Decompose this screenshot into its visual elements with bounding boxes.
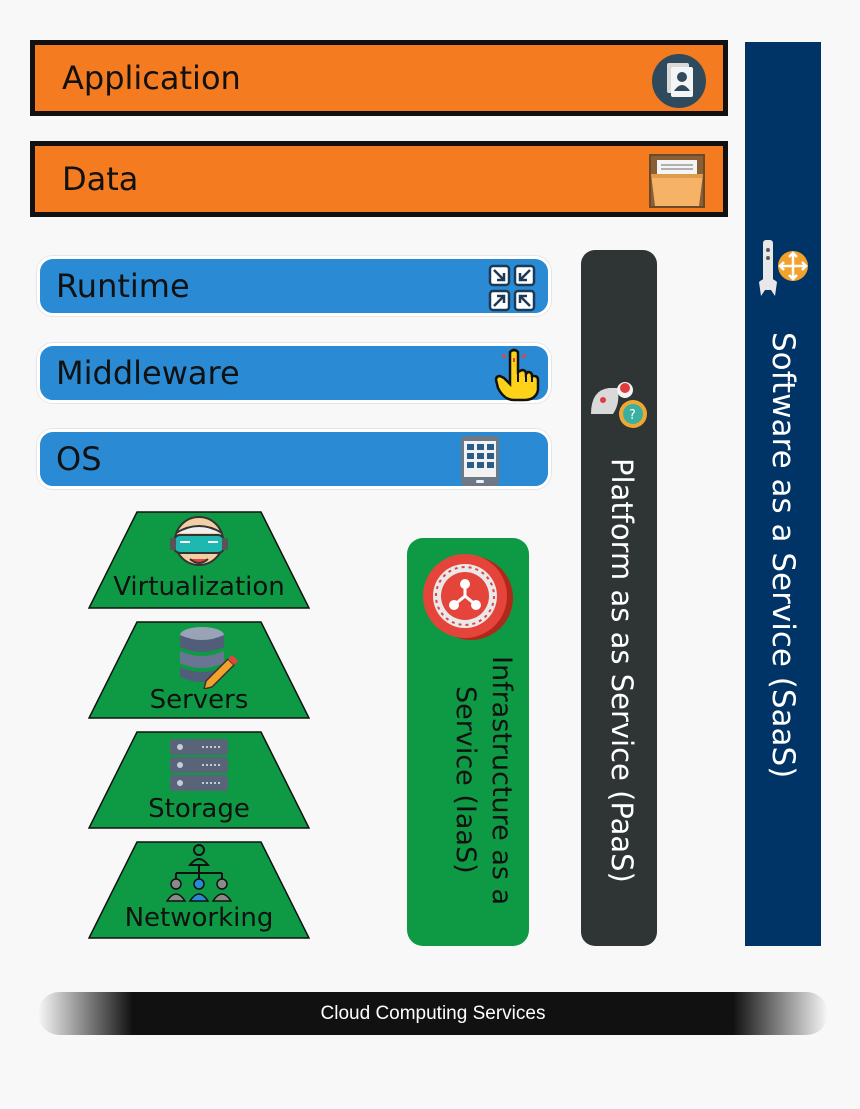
ideas-icon: ? <box>587 374 651 440</box>
folder-icon <box>647 152 707 214</box>
data-label: Data <box>62 160 139 198</box>
virtualization-label: Virtualization <box>113 572 285 602</box>
svg-text:?: ? <box>629 408 636 423</box>
saas-column: Software as a Service (SaaS) <box>745 42 821 946</box>
user-profile-icon <box>651 53 707 113</box>
footer-banner: Cloud Computing Services <box>38 992 828 1035</box>
saas-label: Software as a Service (SaaS) <box>765 332 801 779</box>
iaas-label-line2: Service (IaaS) <box>450 686 481 874</box>
networking-label: Networking <box>124 903 274 933</box>
data-layer: Data <box>30 141 728 217</box>
servers-label: Servers <box>149 685 249 715</box>
networking-layer: Networking <box>88 841 310 939</box>
share-coin-icon <box>421 550 517 648</box>
iaas-label-line1: Infrastructure as a <box>486 656 517 906</box>
virtualization-layer: Virtualization <box>88 511 310 609</box>
application-label: Application <box>62 59 241 97</box>
middleware-layer: Middleware <box>37 343 551 403</box>
paas-column: ? Platform as as Service (PaaS) <box>581 250 657 946</box>
application-layer: Application <box>30 40 728 116</box>
minimize-arrows-icon <box>487 263 537 317</box>
runtime-layer: Runtime <box>37 256 551 316</box>
os-layer: OS <box>37 429 551 489</box>
runtime-label: Runtime <box>56 267 190 305</box>
pointing-hand-icon <box>492 348 540 406</box>
storage-layer: Storage <box>88 731 310 829</box>
tablet-grid-icon <box>459 434 501 492</box>
tool-settings-icon <box>753 238 813 304</box>
paas-label: Platform as as Service (PaaS) <box>605 458 639 883</box>
footer-label: Cloud Computing Services <box>320 1002 546 1024</box>
iaas-column: Infrastructure as a Service (IaaS) <box>407 538 529 946</box>
storage-label: Storage <box>148 794 250 824</box>
servers-layer: Servers <box>88 621 310 719</box>
middleware-label: Middleware <box>56 354 240 392</box>
os-label: OS <box>56 440 102 478</box>
